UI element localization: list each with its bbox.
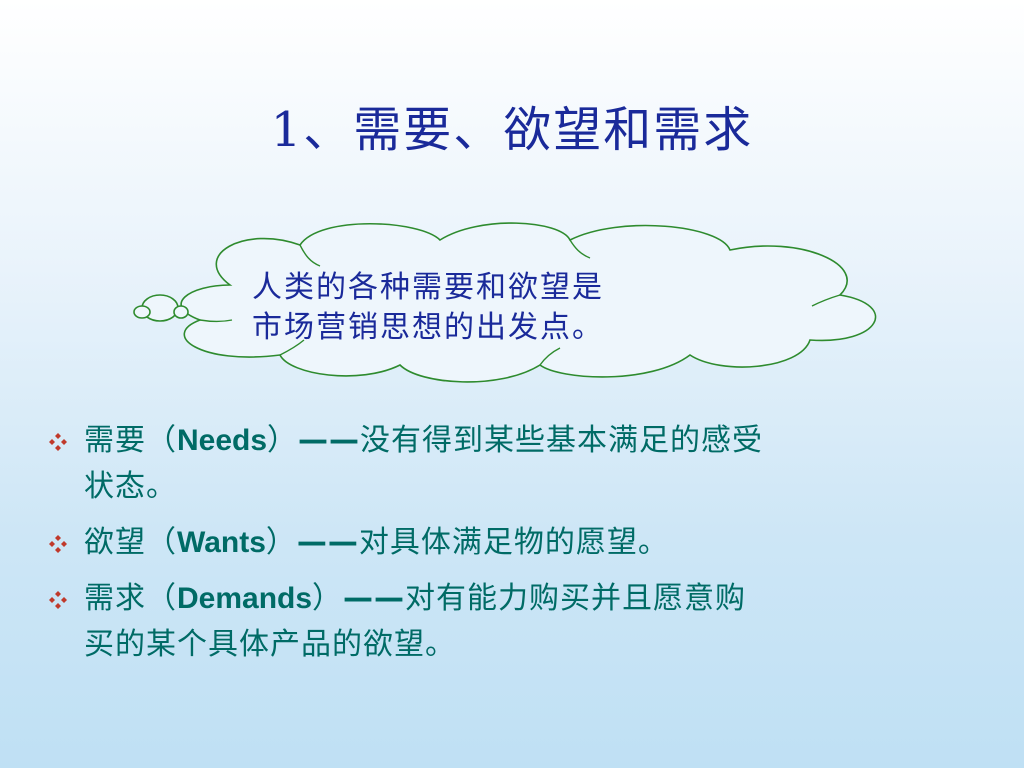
diamond-quad-icon	[49, 535, 67, 553]
bullet-dash: ——	[298, 423, 361, 458]
bullet-text: 对具体满足物的愿望。	[358, 525, 669, 560]
diamond-quad-icon	[49, 433, 67, 451]
bullet-demands: 需求（Demands）——对有能力购买并且愿意购买的某个具体产品的欲望。	[48, 576, 988, 668]
bullet-term: Wants	[177, 526, 266, 559]
slide-title: 1、需要、欲望和需求	[270, 102, 754, 158]
bullet-dash: ——	[343, 581, 406, 616]
bullet-text: 没有得到某些基本满足的感受	[360, 423, 764, 458]
bullet-suffix: ）	[312, 581, 344, 616]
bullet-prefix: 需要（	[84, 423, 177, 458]
callout-line-2: 市场营销思想的出发点。	[252, 310, 604, 345]
bullet-list: 需要（Needs）——没有得到某些基本满足的感受状态。 欲望（Wants）——对…	[48, 418, 988, 678]
bullet-prefix: 欲望（	[84, 525, 177, 560]
callout-text: 人类的各种需要和欲望是 市场营销思想的出发点。	[252, 268, 732, 348]
bullet-prefix: 需求（	[84, 581, 177, 616]
bullet-term: Demands	[177, 582, 313, 615]
bullet-term: Needs	[177, 424, 268, 457]
bullet-suffix: ）	[267, 423, 299, 458]
bullet-needs: 需要（Needs）——没有得到某些基本满足的感受状态。	[48, 418, 988, 510]
bullet-dash: ——	[296, 525, 359, 560]
bullet-text: 对有能力购买并且愿意购	[405, 581, 747, 616]
bullet-suffix: ）	[265, 525, 297, 560]
bullet-wants: 欲望（Wants）——对具体满足物的愿望。	[48, 520, 988, 566]
bullet-text-cont: 买的某个具体产品的欲望。	[84, 627, 456, 662]
diamond-quad-icon	[49, 591, 67, 609]
callout-line-1: 人类的各种需要和欲望是	[252, 270, 604, 305]
bullet-text-cont: 状态。	[84, 469, 177, 504]
